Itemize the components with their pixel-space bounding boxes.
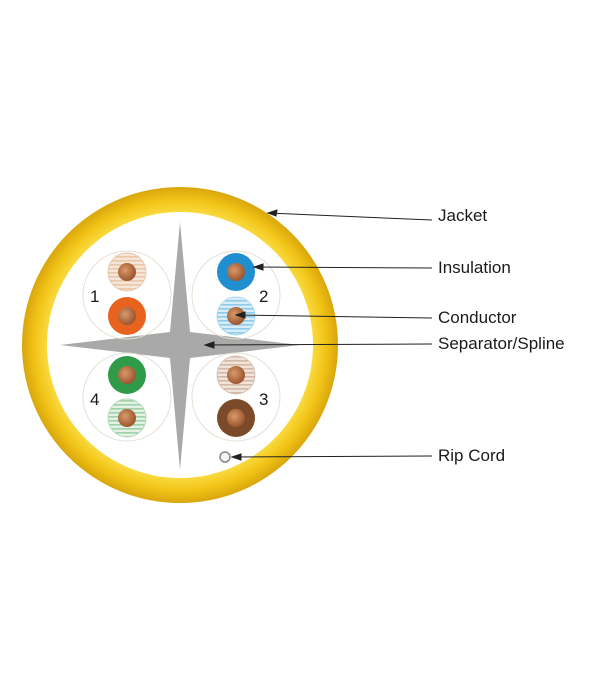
separator-arrowhead [203,341,215,349]
separator-spline [60,222,300,470]
pair-1 [107,252,147,335]
jacket-arrowhead [266,209,278,217]
wire-white-green-conductor [118,409,136,427]
pair-4-number: 4 [90,390,99,409]
insulation-label: Insulation [438,258,511,277]
pair-2 [216,253,256,336]
wire-green-conductor [118,366,136,384]
pair-1-number: 1 [90,287,99,306]
rip-cord-label: Rip Cord [438,446,506,465]
insulation-leader [253,266,433,269]
rip-cord-leader [231,455,433,458]
pair-2-boundary [191,250,281,340]
pair-3-number: 3 [259,390,268,409]
pair-3 [216,355,256,437]
leader-lines [203,209,433,461]
wire-brown-conductor [227,409,245,427]
rip-cord [219,451,231,463]
conductor-leader [235,314,433,319]
separator-leader [204,343,433,346]
pair-4 [107,356,147,438]
insulation-arrowhead [252,263,264,271]
wire-white-orange-conductor [118,263,136,281]
rip-cord-arrowhead [230,453,242,461]
pair-2-number: 2 [259,287,268,306]
jacket-label: Jacket [438,206,488,225]
wire-white-brown-conductor [227,366,245,384]
pair-4-boundary [82,352,172,442]
conductor-label: Conductor [438,308,517,327]
wire-white-blue-conductor [227,307,245,325]
wire-orange-conductor [118,307,136,325]
pair-1-boundary [82,250,172,340]
jacket-leader [267,212,433,221]
wire-blue-conductor [227,263,245,281]
pair-3-boundary [191,352,281,442]
conductor-arrowhead [234,311,246,319]
separator-label: Separator/Spline [438,334,565,353]
